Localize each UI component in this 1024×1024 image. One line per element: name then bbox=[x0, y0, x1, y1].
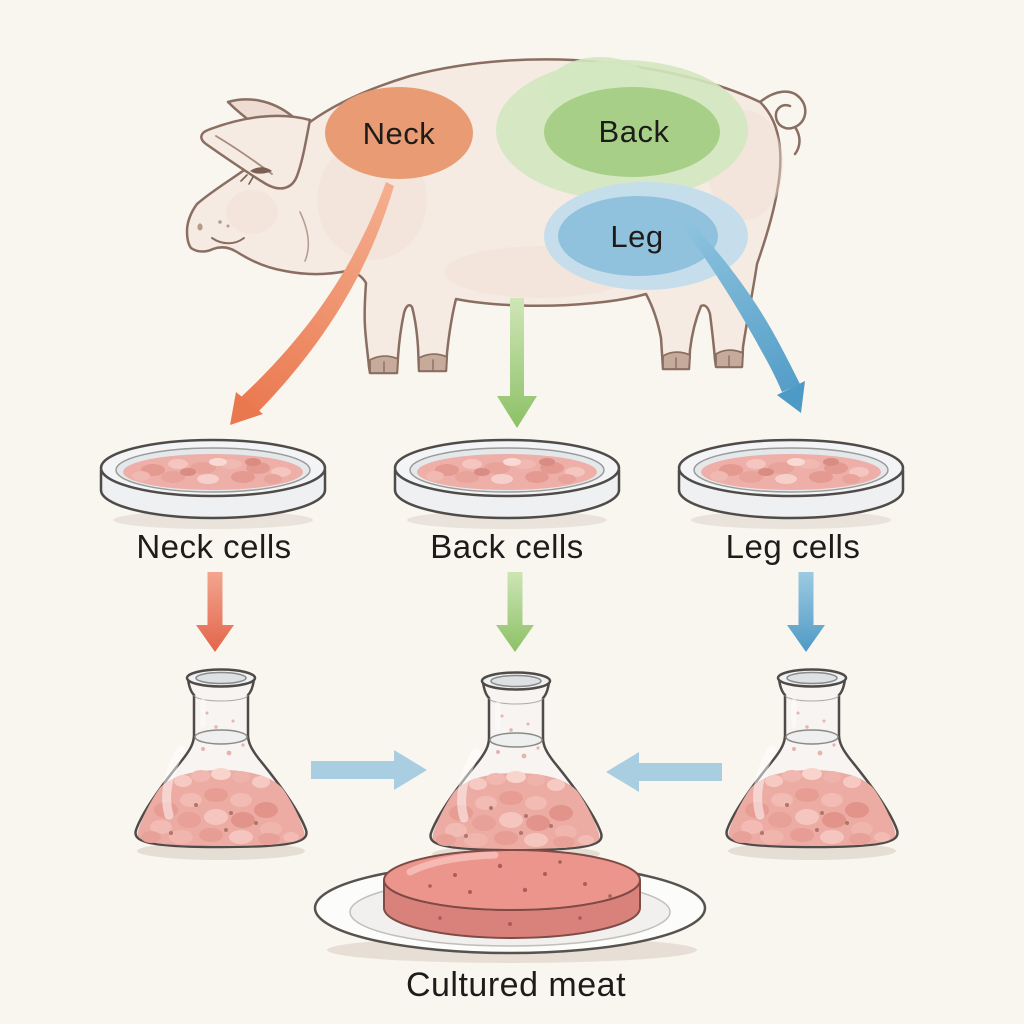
pig-hoof-splits bbox=[383, 355, 730, 374]
pig-nostril bbox=[197, 223, 203, 231]
pig-front-ear bbox=[200, 114, 312, 190]
back-region-label: Back bbox=[599, 114, 670, 149]
meat-patty-speckles bbox=[428, 860, 612, 926]
leg-region-highlight bbox=[558, 196, 718, 276]
pig-cheek-crease bbox=[299, 211, 310, 262]
leg-to-dish-arrow bbox=[676, 214, 800, 392]
neck-to-dish-arrow bbox=[240, 182, 394, 412]
pig-freckle-2 bbox=[226, 224, 230, 228]
petri-dish-back bbox=[393, 438, 621, 531]
pig-mouth bbox=[211, 237, 245, 245]
pig-region-highlights bbox=[325, 57, 748, 290]
leg-region-label: Leg bbox=[610, 219, 663, 254]
leg-to-dish-arrowhead bbox=[777, 381, 805, 413]
petri-dish-leg bbox=[677, 438, 905, 531]
back-region-highlight bbox=[544, 87, 720, 177]
harvest-arrows bbox=[230, 182, 805, 428]
meat-patty-top bbox=[383, 849, 641, 911]
neck-cells-label: Neck cells bbox=[136, 528, 291, 565]
back-to-dish-arrow bbox=[497, 298, 537, 428]
neck-region-label: Neck bbox=[363, 116, 436, 151]
petri-dish-neck bbox=[99, 438, 327, 531]
pig-shading-cheek bbox=[226, 190, 278, 234]
cultured-meat-label: Cultured meat bbox=[406, 966, 626, 1004]
pig-eye-lash bbox=[240, 174, 254, 185]
neck-region-highlight bbox=[325, 87, 473, 179]
pig-freckle-1 bbox=[218, 220, 222, 224]
pig-eye bbox=[250, 167, 272, 174]
back-cells-label: Back cells bbox=[430, 528, 584, 565]
neck-to-dish-arrowhead bbox=[230, 392, 263, 425]
leg-cells-label: Leg cells bbox=[726, 528, 861, 565]
pig-tail-tip bbox=[793, 125, 801, 156]
meat-patty-highlight bbox=[406, 851, 499, 876]
cultured-meat-plate bbox=[313, 849, 707, 963]
